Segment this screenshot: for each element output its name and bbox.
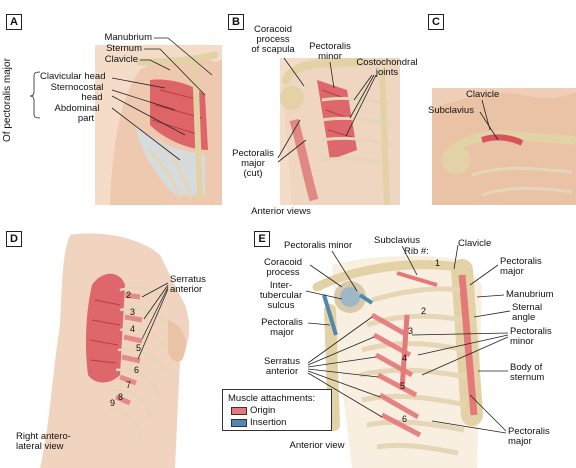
label-abdominal-part-2: part xyxy=(77,113,95,124)
rib-number: 5 xyxy=(400,381,406,391)
label-pectoralis-major-cut-2: major xyxy=(241,158,265,169)
label-pectoralis-minor-2: minor xyxy=(318,51,342,62)
panel-e-leader-lines xyxy=(305,244,511,434)
rib-number: 5 xyxy=(136,343,142,353)
panel-b: B Coracoid process of scapula Pectoralis… xyxy=(222,0,422,205)
legend-title: Muscle attachments: xyxy=(228,393,316,404)
label-e-pectoralis-major-bottom-1: Pectoralis xyxy=(508,426,550,437)
label-sternum: Sternum xyxy=(106,43,142,54)
label-e-clavicle: Clavicle xyxy=(458,238,492,249)
panel-a-illustration xyxy=(95,45,222,205)
panel-e-tag: E xyxy=(254,231,270,247)
panel-c-tag: C xyxy=(428,14,444,30)
label-e-inter-1: Inter- xyxy=(269,280,293,291)
label-e-sternal-angle-1: Sternal xyxy=(512,302,543,313)
label-sternocostal-head-1: Sternocostal xyxy=(50,82,104,93)
rib-number: 1 xyxy=(435,258,441,268)
rib-number: 2 xyxy=(126,290,132,300)
label-coracoid-3: of scapula xyxy=(251,44,295,55)
panel-e-illustration xyxy=(312,255,483,468)
label-manubrium: Manubrium xyxy=(104,32,152,43)
rib-number: 6 xyxy=(134,365,140,375)
label-e-inter-3: sulcus xyxy=(267,300,295,311)
label-d-serratus-2: anterior xyxy=(170,284,203,295)
rib-number: 3 xyxy=(130,307,136,317)
anterior-views-caption: Anterior views xyxy=(251,206,311,217)
label-e-rib-number: Rib #: xyxy=(404,246,429,257)
panel-d: D Serratus anterior 2 3 4 5 6 7 8 9 Righ… xyxy=(0,225,222,468)
origin-swatch xyxy=(231,407,247,415)
label-d-view-1: Right antero- xyxy=(16,431,71,442)
label-coracoid-2: process xyxy=(256,34,290,45)
label-clavicle: Clavicle xyxy=(104,54,138,65)
rib-number: 9 xyxy=(110,398,116,408)
label-costochondral-1: Costochondral xyxy=(356,57,418,68)
label-e-pectoralis-major-left-2: major xyxy=(270,327,294,338)
label-d-serratus-1: Serratus xyxy=(170,274,206,285)
label-e-pectoralis-minor-top: Pectoralis minor xyxy=(284,240,353,251)
label-e-pectoralis-major-bottom-2: major xyxy=(508,436,532,447)
label-clavicular-head: Clavicular head xyxy=(40,71,106,82)
label-e-pectoralis-major-top-2: major xyxy=(500,266,524,277)
panel-c-leader-lines xyxy=(479,99,499,141)
label-pectoralis-major-cut-1: Pectoralis xyxy=(232,148,274,159)
label-e-inter-2: tubercular xyxy=(259,290,303,301)
rib-number: 7 xyxy=(126,380,132,390)
panel-b-leader-lines xyxy=(277,57,377,163)
insertion-swatch xyxy=(231,419,247,427)
panel-b-illustration xyxy=(280,58,400,205)
label-c-clavicle: Clavicle xyxy=(466,89,500,100)
label-e-pectoralis-minor-right-1: Pectoralis xyxy=(510,326,552,337)
anterior-view-caption: Anterior view xyxy=(289,440,345,451)
panel-c: C Clavicle Subclavius xyxy=(422,0,576,205)
label-coracoid-1: Coracoid xyxy=(253,24,293,35)
panel-a-leader-lines xyxy=(29,37,213,161)
panel-b-tag: B xyxy=(228,14,244,30)
label-e-body-of-sternum-1: Body of xyxy=(510,362,543,373)
label-e-pectoralis-major-left-1: Pectoralis xyxy=(261,317,303,328)
label-sternocostal-head-2: head xyxy=(81,92,103,103)
label-c-subclavius: Subclavius xyxy=(428,105,474,116)
label-e-pectoralis-major-top-1: Pectoralis xyxy=(500,256,542,267)
label-pectoralis-major-cut-3: (cut) xyxy=(243,168,263,179)
label-e-coracoid-2: process xyxy=(266,267,300,278)
legend-origin: Origin xyxy=(250,405,276,416)
label-e-coracoid-1: Coracoid xyxy=(263,257,303,268)
rib-number: 4 xyxy=(130,324,136,334)
label-d-view-2: lateral view xyxy=(16,441,64,452)
panel-d-leader-lines xyxy=(137,282,169,360)
label-abdominal-part-1: Abdominal xyxy=(54,103,100,114)
legend-insertion: Insertion xyxy=(250,417,287,428)
panel-e: E Pectoralis minor Subclavius Rib #: Cla… xyxy=(222,225,576,468)
label-e-subclavius: Subclavius xyxy=(374,235,420,246)
label-e-pectoralis-minor-right-2: minor xyxy=(510,336,534,347)
label-costochondral-2: joints xyxy=(375,67,399,78)
muscle-attachments-legend: Muscle attachments: Origin Insertion xyxy=(222,389,332,431)
label-e-body-of-sternum-2: sternum xyxy=(510,372,545,383)
rib-number: 3 xyxy=(408,326,414,336)
label-e-serratus-2: anterior xyxy=(265,366,299,377)
rib-number: 4 xyxy=(402,353,408,363)
rib-number: 2 xyxy=(421,306,427,316)
label-pectoralis-minor-1: Pectoralis xyxy=(309,41,351,52)
label-e-serratus-1: Serratus xyxy=(264,356,300,367)
rib-number: 6 xyxy=(402,414,408,424)
rib-number: 8 xyxy=(118,392,124,402)
panel-a: A Manubrium Sternum Clavicle Clavicular … xyxy=(0,0,222,205)
panel-c-illustration xyxy=(432,88,576,205)
panel-d-tag: D xyxy=(6,231,22,247)
panel-a-tag: A xyxy=(6,14,22,30)
label-e-manubrium: Manubrium xyxy=(506,289,554,300)
label-e-sternal-angle-2: angle xyxy=(512,312,536,323)
